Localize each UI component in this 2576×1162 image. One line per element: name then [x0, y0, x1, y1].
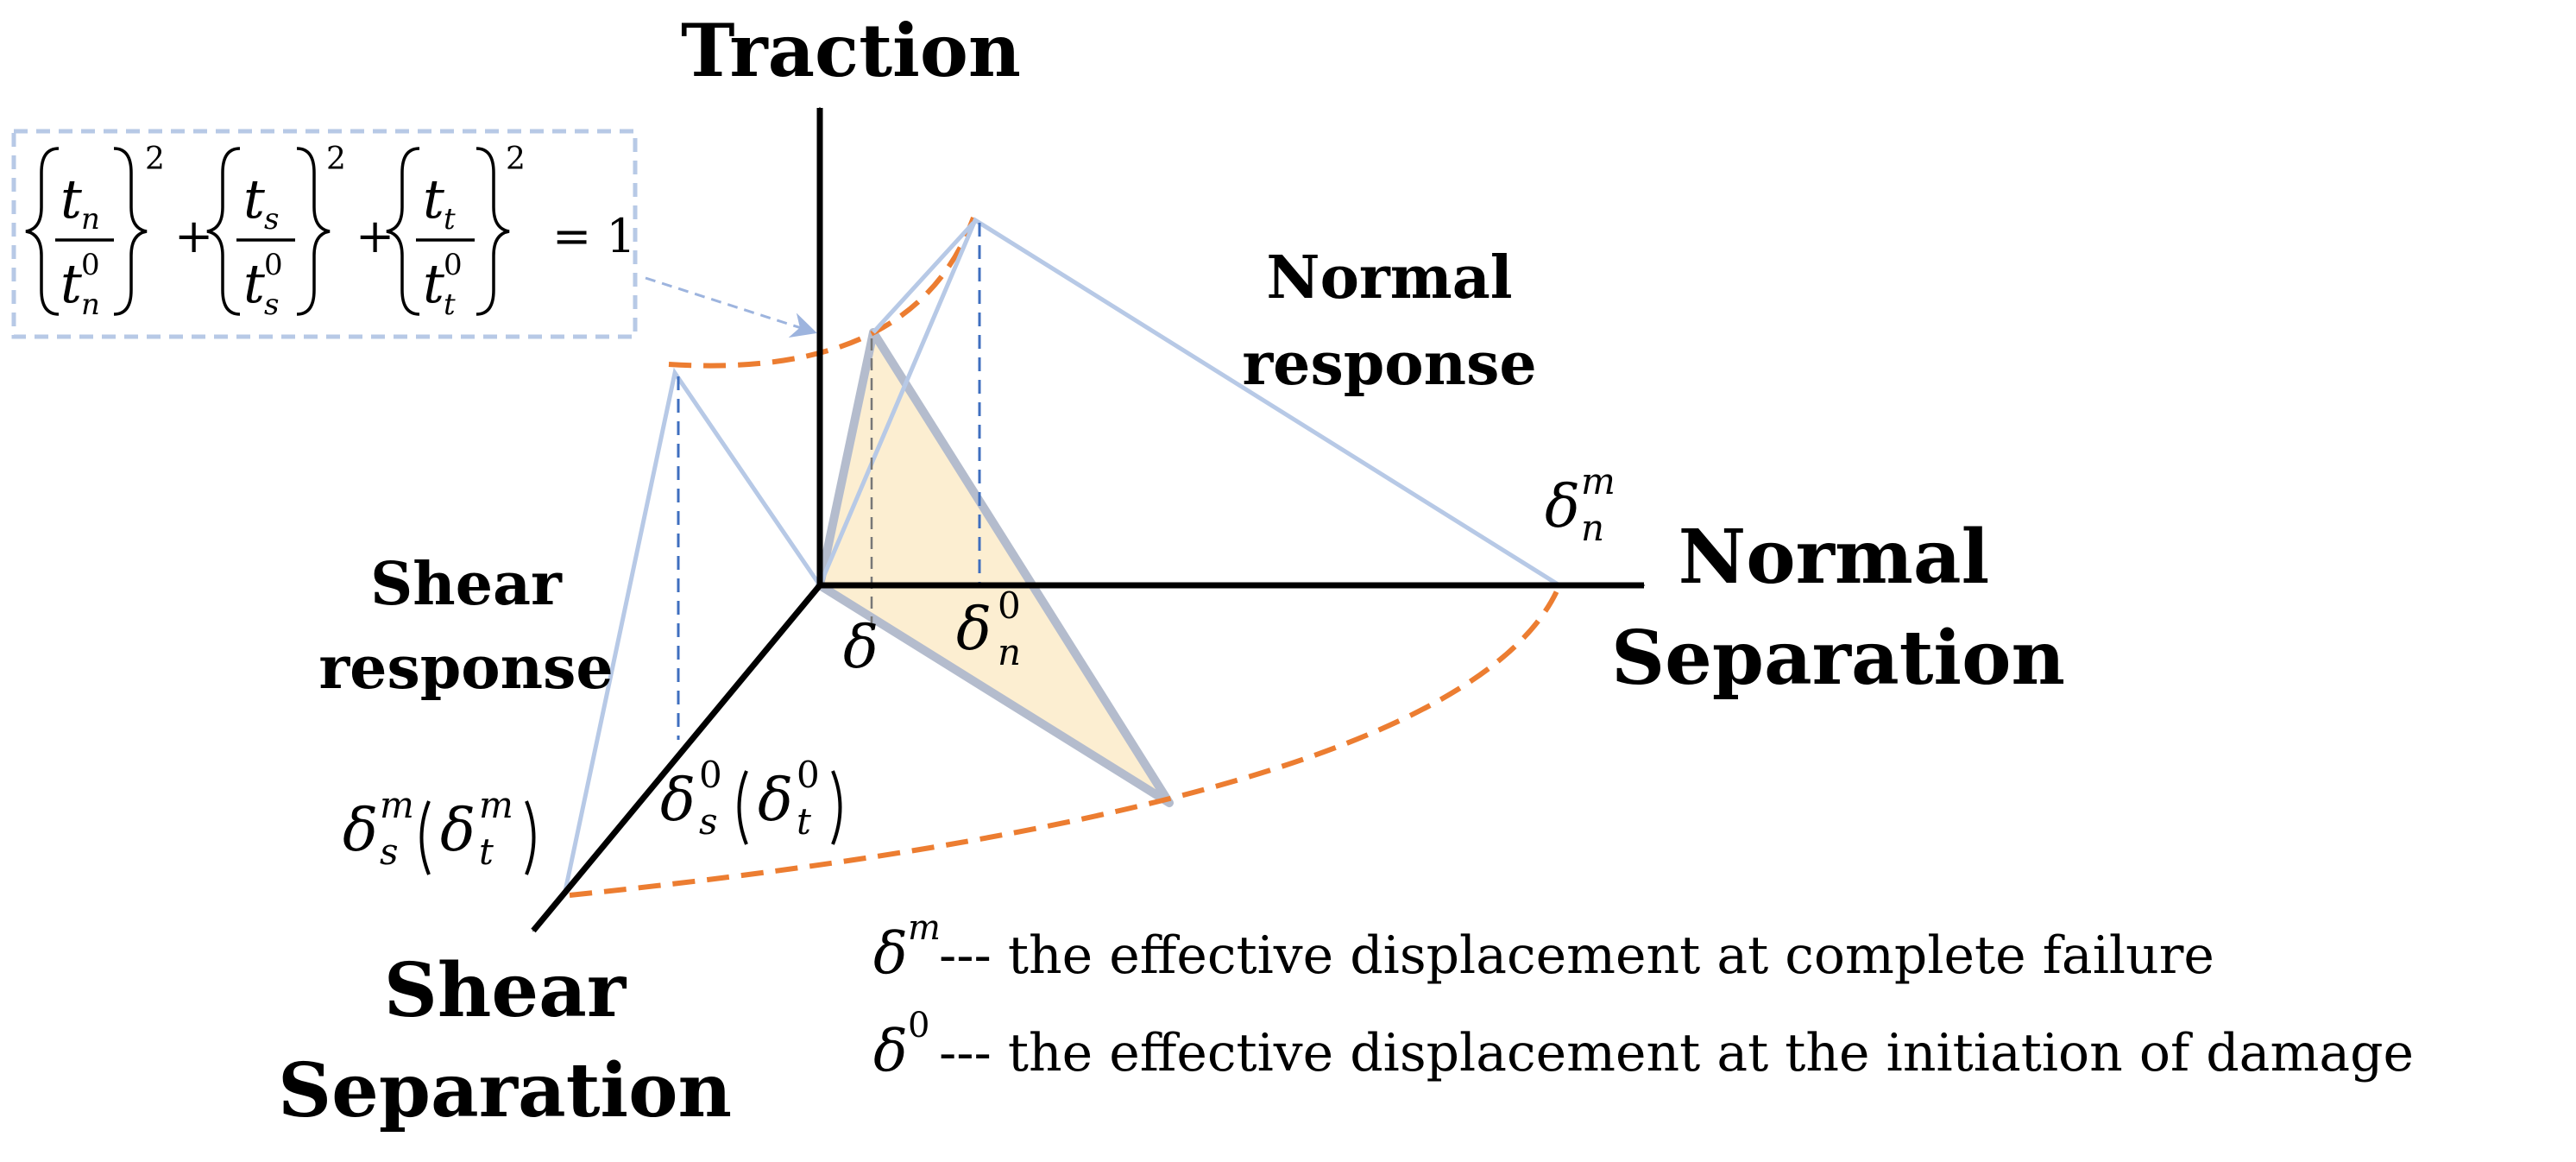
shear-separation-axis — [531, 583, 822, 933]
svg-text:0: 0 — [908, 1006, 929, 1045]
svg-text:t: t — [444, 287, 456, 322]
svg-text:t: t — [423, 167, 444, 231]
damage-triangle — [816, 328, 1174, 807]
svg-text:δ: δ — [873, 920, 908, 987]
normal-response-label-line1: Normal — [1266, 243, 1512, 313]
svg-text:n: n — [1581, 507, 1604, 549]
label-delta-n-m: δ m n — [1545, 460, 1616, 549]
svg-text:n: n — [81, 287, 100, 322]
svg-text:δ: δ — [873, 1018, 908, 1084]
svg-text:δ: δ — [660, 767, 696, 835]
svg-text:δ: δ — [343, 797, 378, 865]
svg-text:0: 0 — [444, 248, 463, 282]
formula-term-n: t n t 0 n 2 — [25, 142, 165, 322]
shear-response-line — [563, 367, 822, 892]
svg-text:t: t — [479, 830, 494, 873]
svg-text:t: t — [797, 800, 811, 843]
svg-text:m: m — [380, 784, 414, 826]
svg-text:δ: δ — [440, 797, 476, 865]
traction-axis-label: Traction — [681, 8, 1021, 93]
svg-text:t: t — [60, 252, 82, 315]
normal-response-label-line2: response — [1242, 330, 1536, 399]
svg-text:t: t — [444, 202, 456, 237]
formula-box — [11, 129, 638, 339]
svg-text:s: s — [699, 800, 718, 843]
svg-text:δ: δ — [1545, 473, 1580, 541]
legend-item-damage-initiation: δ 0 --- the effective displacement at th… — [873, 1006, 2414, 1084]
svg-text:t: t — [243, 167, 265, 231]
svg-text:2: 2 — [506, 142, 526, 177]
svg-text:0: 0 — [264, 248, 283, 282]
svg-text:0: 0 — [797, 754, 820, 796]
normal-separation-label-line1: Normal — [1678, 514, 1990, 601]
formula-leader-arrow — [645, 276, 817, 338]
formula-term-t: t t t 0 t 2 — [386, 142, 526, 322]
svg-text:m: m — [1581, 460, 1616, 502]
label-delta-n-0: δ 0 n — [956, 584, 1021, 673]
envelope-arc-top — [668, 216, 976, 369]
svg-text:--- the effective displacement: --- the effective displacement at comple… — [939, 925, 2214, 986]
label-delta-s-m-t-m: δ m s δ m t — [343, 784, 536, 875]
svg-text:0: 0 — [998, 584, 1021, 627]
svg-text:s: s — [264, 287, 279, 322]
svg-text:m: m — [479, 784, 513, 826]
svg-text:n: n — [998, 631, 1021, 673]
label-delta-current: δ — [843, 614, 879, 682]
formula-term-s: t s t 0 s 2 — [206, 142, 346, 322]
svg-text:0: 0 — [699, 754, 722, 796]
svg-text:t: t — [60, 167, 82, 231]
legend-item-complete-failure: δ m --- the effective displacement at co… — [873, 908, 2214, 987]
shear-separation-label-line2: Separation — [278, 1047, 732, 1134]
formula-equals-one: = 1 — [552, 209, 636, 263]
svg-text:0: 0 — [81, 248, 100, 282]
formula-plus-2: + — [356, 209, 394, 263]
svg-text:--- the effective displacement: --- the effective displacement at the in… — [939, 1023, 2414, 1083]
normal-response-inner-line — [872, 221, 975, 334]
svg-text:t: t — [243, 252, 265, 315]
shear-response-label-line1: Shear — [370, 550, 563, 619]
svg-text:n: n — [81, 202, 100, 237]
svg-text:2: 2 — [326, 142, 346, 177]
svg-text:2: 2 — [145, 142, 165, 177]
label-delta-s-0-t-0: δ 0 s δ 0 t — [660, 754, 842, 845]
formula-plus-1: + — [174, 209, 213, 263]
svg-text:t: t — [423, 252, 444, 315]
svg-text:s: s — [264, 202, 279, 237]
svg-text:δ: δ — [956, 596, 992, 664]
svg-text:m: m — [908, 908, 941, 948]
envelope-arc-bottom — [569, 584, 1562, 898]
shear-separation-label-line1: Shear — [384, 947, 627, 1034]
svg-text:δ: δ — [758, 767, 793, 835]
shear-response-label-line2: response — [318, 634, 613, 703]
svg-text:s: s — [380, 830, 399, 873]
normal-separation-label-line2: Separation — [1611, 615, 2065, 702]
